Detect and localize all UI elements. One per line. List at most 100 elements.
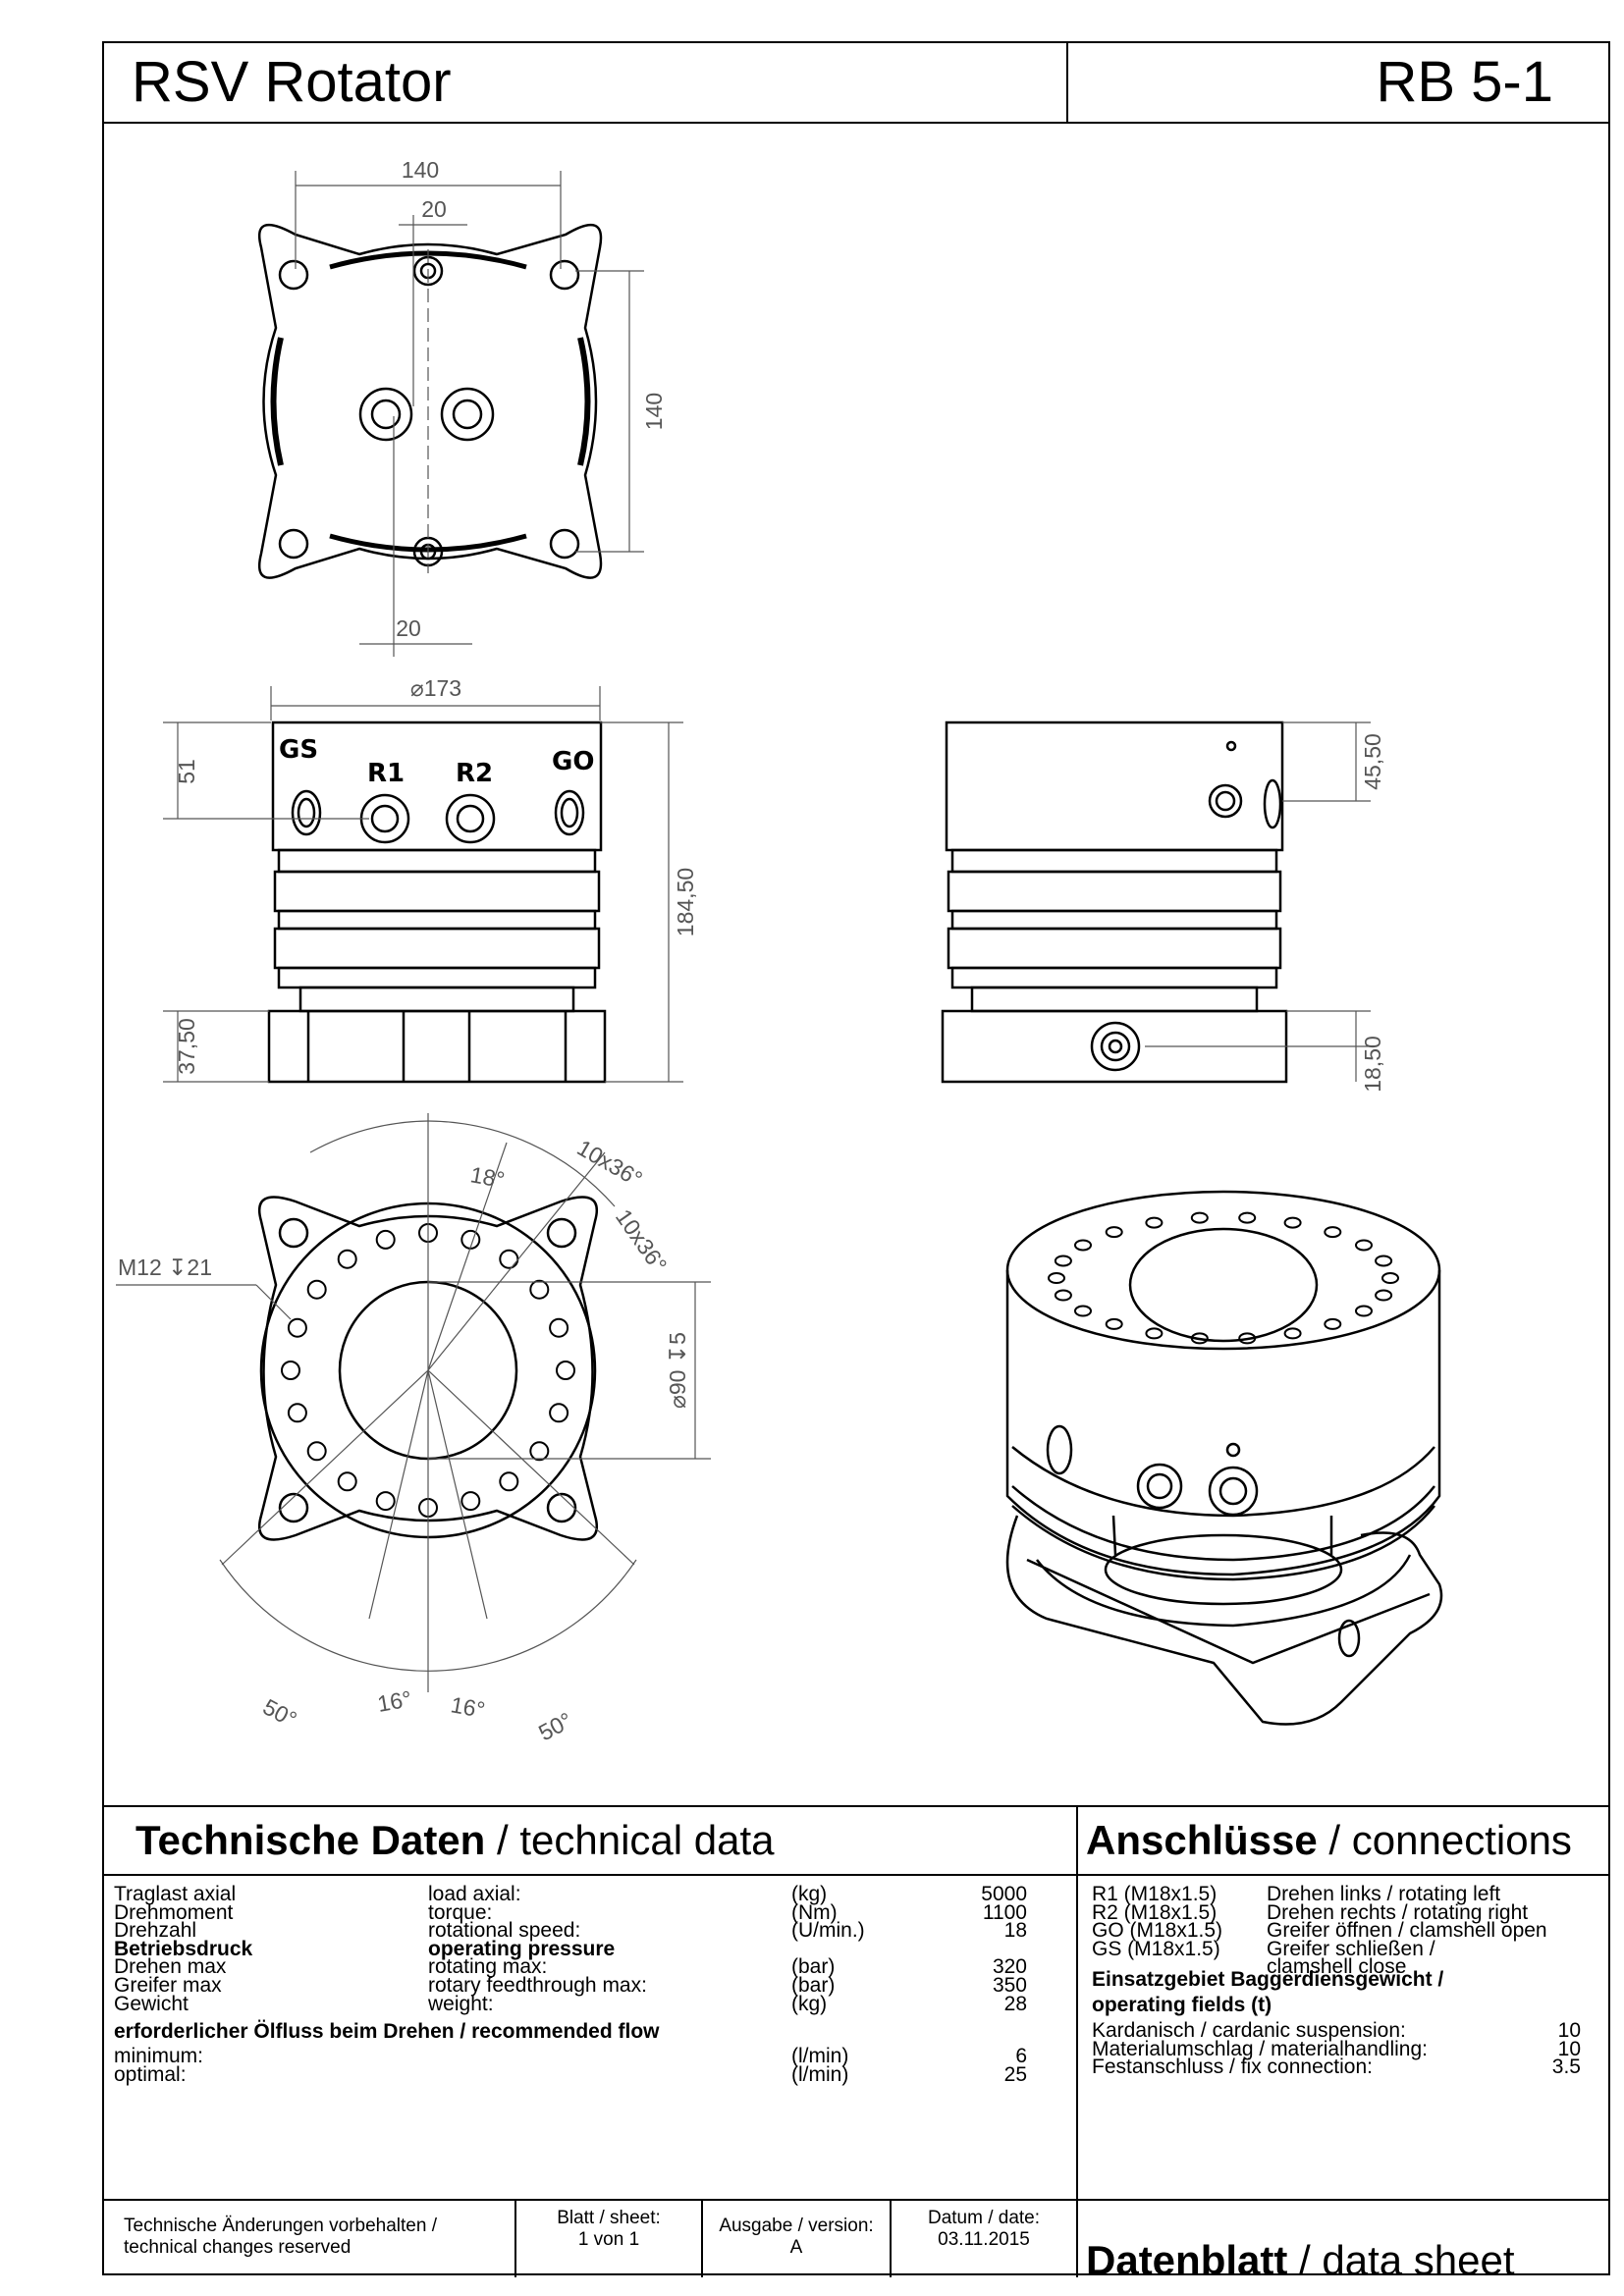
- isometric-hole: [1190, 1332, 1209, 1345]
- bolt-hole: [549, 1403, 569, 1423]
- tech-value: 1100: [982, 1900, 1027, 1924]
- sheet-cell: Blatt / sheet:1 von 1: [557, 2208, 661, 2250]
- isometric-hole: [1048, 1272, 1065, 1284]
- front-view: [267, 721, 607, 1084]
- dim-side-base: 18,50: [1360, 1036, 1385, 1093]
- connection-code: GS (M18x1.5): [1092, 1937, 1220, 1960]
- version-cell: Ausgabe / version:A: [719, 2216, 874, 2258]
- data-table-area: Technische Daten / technical data Tragla…: [104, 1805, 1608, 2283]
- technical-title-rule: [104, 1874, 1076, 1876]
- isometric-view: [1005, 1190, 1443, 1726]
- flow-label: optimal:: [114, 2062, 187, 2086]
- port-gs-label: GS: [279, 735, 318, 765]
- tech-label-de: Drehmoment: [114, 1900, 234, 1924]
- isometric-hole: [1355, 1305, 1373, 1317]
- footer-divider-1: [514, 2199, 516, 2277]
- tech-value: 350: [992, 1974, 1027, 1997]
- tech-unit: (bar): [791, 1974, 836, 1997]
- header-rule: [104, 122, 1608, 124]
- connections-title-rule: [1076, 1874, 1608, 1876]
- dim-side-port: 45,50: [1360, 733, 1385, 790]
- flow-value: 25: [1003, 2062, 1027, 2086]
- footer-rule: [104, 2199, 1608, 2201]
- field-value: 10: [1557, 2019, 1581, 2042]
- connection-desc: Greifer schließen /: [1267, 1937, 1435, 1960]
- isometric-hole: [1145, 1327, 1164, 1340]
- tech-label-de: Drehen max: [114, 1955, 227, 1979]
- field-label: Kardanisch / cardanic suspension:: [1092, 2019, 1406, 2042]
- bolt-hole: [306, 1279, 327, 1300]
- field-label: Festanschluss / fix connection:: [1092, 2056, 1373, 2079]
- connection-desc: clamshell close: [1267, 1955, 1407, 1979]
- isometric-hole: [1054, 1255, 1072, 1267]
- isometric-hole: [1238, 1211, 1257, 1224]
- table-top-rule: [104, 1805, 1608, 1807]
- isometric-hole: [1283, 1216, 1302, 1229]
- connection-code: GO (M18x1.5): [1092, 1919, 1223, 1943]
- bolt-hole: [499, 1471, 519, 1492]
- technical-drawing: 140 20 140 20: [116, 157, 1443, 1745]
- bolt-hole: [306, 1441, 327, 1462]
- tech-label-de: Gewicht: [114, 1992, 189, 2015]
- dim-diameter: ⌀173: [410, 675, 461, 701]
- datasheet-label: Datenblatt / data sheet: [1086, 2237, 1515, 2283]
- dim-50-left: 50°: [259, 1693, 301, 1732]
- model-number: RB 5-1: [1376, 50, 1553, 114]
- bolt-hole: [287, 1317, 307, 1338]
- connections-title: Anschlüsse / connections: [1086, 1817, 1572, 1863]
- footer-divider-2: [701, 2199, 703, 2277]
- tech-unit: (U/min.): [791, 1919, 865, 1943]
- dim-holes-b: 10x36°: [611, 1204, 673, 1277]
- drawing-frame: RSV Rotator RB 5-1: [102, 41, 1610, 2283]
- isometric-hole: [1105, 1317, 1123, 1330]
- field-value: 3.5: [1551, 2056, 1581, 2079]
- port-r2-label: R2: [456, 759, 493, 788]
- flow-unit: (l/min): [791, 2062, 849, 2086]
- flow-unit: (l/min): [791, 2045, 849, 2067]
- bolt-hole: [529, 1279, 550, 1300]
- flow-value: 6: [1015, 2045, 1027, 2067]
- fields-title-1: Einsatzgebiet Baggerdiensgewicht /: [1092, 1968, 1444, 1991]
- isometric-hole: [1375, 1255, 1393, 1267]
- dim-50-right: 50°: [534, 1707, 576, 1745]
- bolt-hole: [460, 1491, 481, 1512]
- isometric-hole-circle: [1048, 1211, 1399, 1345]
- dim-holes-a: 10x36°: [573, 1135, 647, 1192]
- isometric-hole: [1375, 1289, 1393, 1302]
- tech-label-en: rotary feedthrough max:: [428, 1974, 647, 1997]
- bolt-hole: [337, 1249, 357, 1269]
- tech-unit: (Nm): [791, 1900, 838, 1924]
- tech-label-de: Greifer max: [114, 1974, 222, 1997]
- isometric-hole: [1054, 1289, 1072, 1302]
- field-label: Materialumschlag / materialhandling:: [1092, 2037, 1428, 2060]
- date-cell: Datum / date:03.11.2015: [927, 2208, 1041, 2250]
- changes-note: Technische Änderungen vorbehalten /techn…: [124, 2216, 438, 2258]
- footer-divider-3: [890, 2199, 892, 2277]
- dim-top-small: 20: [421, 196, 447, 222]
- isometric-hole: [1074, 1239, 1092, 1252]
- dim-18-deg: 18°: [468, 1161, 507, 1193]
- isometric-hole: [1105, 1226, 1123, 1239]
- tech-unit: (bar): [791, 1955, 836, 1979]
- tech-label-de: Betriebsdruck: [114, 1937, 253, 1960]
- footer-divider-4: [1076, 2199, 1078, 2277]
- tech-label-en: torque:: [428, 1900, 493, 1924]
- dim-front-height: 184,50: [673, 868, 698, 936]
- dim-bore: ⌀90 ↧5: [665, 1332, 690, 1409]
- isometric-hole: [1324, 1317, 1342, 1330]
- tech-value: 5000: [981, 1883, 1027, 1905]
- dim-16-left: 16°: [375, 1685, 413, 1717]
- top-view: [258, 223, 603, 579]
- bolt-hole: [281, 1361, 300, 1380]
- tech-label-de: Drehzahl: [114, 1919, 197, 1943]
- thread-callout: M12 ↧21: [118, 1255, 212, 1280]
- bolt-hole: [375, 1491, 396, 1512]
- dim-top-height: 140: [641, 393, 667, 430]
- bolt-hole: [337, 1471, 357, 1492]
- tech-label-en: operating pressure: [428, 1937, 616, 1960]
- tech-unit: (kg): [791, 1992, 828, 2015]
- tech-label-en: weight:: [428, 1992, 494, 2015]
- bolt-hole: [529, 1441, 550, 1462]
- connection-desc: Greifer öffnen / clamshell open: [1267, 1919, 1547, 1943]
- isometric-hole: [1324, 1226, 1342, 1239]
